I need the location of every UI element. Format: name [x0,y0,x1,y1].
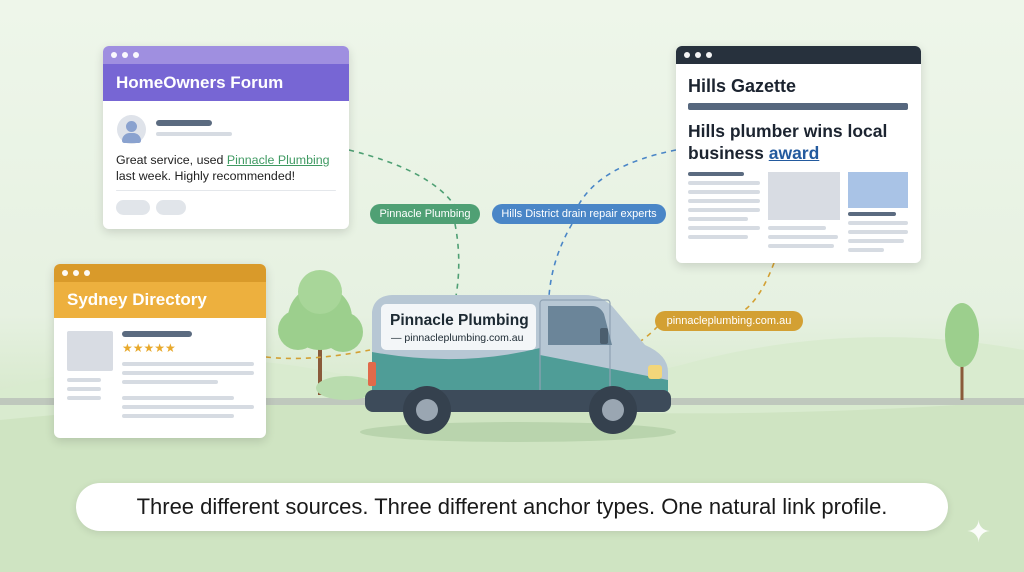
forum-post-text: Great service, used Pinnacle Plumbing la… [116,152,341,184]
listing-image [67,331,113,371]
window-dot-icon [84,270,90,276]
article-line [688,208,760,212]
forum-username-line [156,120,212,126]
forum-title: HomeOwners Forum [103,64,349,101]
article-line [848,212,896,216]
window-dot-icon [62,270,68,276]
listing-text-line [67,396,101,400]
window-dot-icon [122,52,128,58]
forum-like-button[interactable] [156,200,186,215]
forum-meta-line [156,132,232,136]
anchor-chip-branded: Pinnacle Plumbing [370,204,480,224]
connector-forum-bottom [454,223,460,297]
window-dot-icon [706,52,712,58]
connector-directory-left [265,349,371,360]
article-image [848,172,908,208]
article-line [688,235,748,239]
tree-right [945,303,979,400]
gazette-window-bar [676,46,921,64]
listing-text-line [122,371,254,375]
article-line [688,181,760,185]
article-line [848,248,884,252]
directory-window-bar [54,264,266,282]
forum-reply-button[interactable] [116,200,150,215]
anchor-chip-keyword: Hills District drain repair experts [492,204,666,224]
article-line [688,199,760,203]
gazette-headline-text: Hills plumber wins local business [688,121,888,163]
van-signboard [381,304,536,350]
directory-title: Sydney Directory [54,282,266,318]
listing-text-line [67,378,101,382]
forum-window-bar [103,46,349,64]
connector-directory-right [741,262,775,313]
article-line [848,221,908,225]
article-line [688,226,760,230]
gazette-masthead-rule [688,103,908,110]
forum-divider [116,190,336,191]
van-business-name: Pinnacle Plumbing [390,312,529,329]
article-line [688,172,744,176]
connector-forum-top [348,149,456,207]
article-line [688,217,748,221]
anchor-chip-naked-url: pinnacleplumbing.com.au [655,311,803,331]
gazette-headline: Hills plumber wins local business award [688,120,916,164]
avatar-icon [117,115,146,144]
window-dot-icon [684,52,690,58]
connector-gazette-top [577,149,677,207]
caption: Three different sources. Three different… [76,483,948,531]
window-dot-icon [133,52,139,58]
van-url: — pinnacleplumbing.com.au [391,332,524,344]
listing-name-line [122,331,192,337]
listing-text-line [122,362,254,366]
window-dot-icon [695,52,701,58]
star-rating-icon: ★★★★★ [122,341,176,355]
gazette-title: Hills Gazette [688,76,797,96]
article-line [768,226,826,230]
window-dot-icon [73,270,79,276]
directory-card: Sydney Directory ★★★★★ [54,264,266,438]
listing-text-line [122,405,254,409]
listing-text-line [122,414,234,418]
gazette-card: Hills Gazette Hills plumber wins local b… [676,46,921,263]
article-line [848,230,908,234]
gazette-anchor-link[interactable]: award [768,143,820,163]
article-image [768,172,840,220]
forum-post-text-after: last week. Highly recommended! [116,169,296,183]
window-dot-icon [111,52,117,58]
forum-anchor-link[interactable]: Pinnacle Plumbing [226,153,330,167]
tree-left [278,270,376,400]
connector-gazette-bottom [548,223,573,297]
listing-text-line [122,380,218,384]
listing-text-line [67,387,101,391]
forum-post-text-before: Great service, used [116,153,227,167]
article-line [768,235,838,239]
sparkle-icon: ✦ [966,516,992,549]
article-line [848,239,904,243]
listing-text-line [122,396,234,400]
article-line [688,190,760,194]
article-line [768,244,834,248]
forum-card: HomeOwners Forum Great service, used Pin… [103,46,349,229]
